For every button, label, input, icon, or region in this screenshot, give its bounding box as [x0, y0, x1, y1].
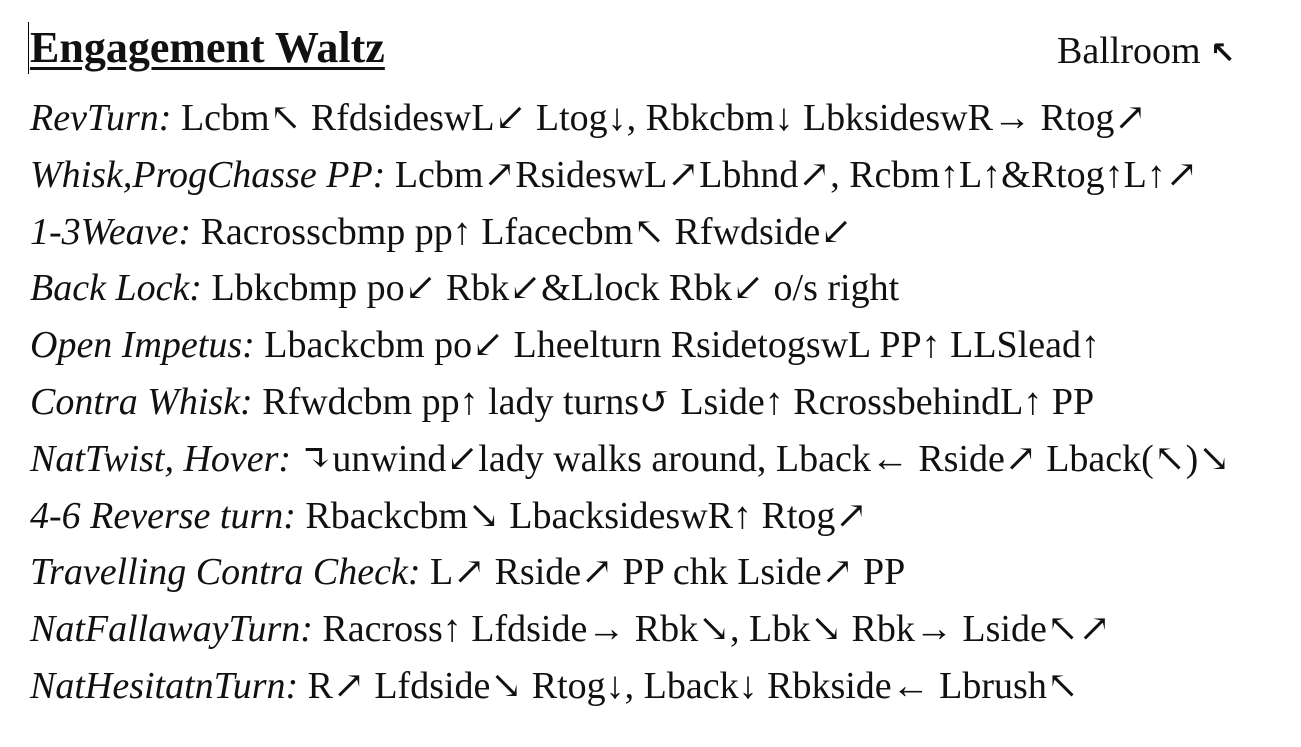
figure-row: 4-6 Reverse turn: Rbackcbm↘ LbacksideswR…: [30, 491, 1290, 548]
figure-description: Rbackcbm↘ LbacksideswR↑ Rtog↗: [305, 494, 868, 537]
figure-description: R↗ Lfdside↘ Rtog↓, Lback↓ Rbkside← Lbrus…: [307, 664, 1079, 707]
figure-row: Travelling Contra Check: L↗ Rside↗ PP ch…: [30, 547, 1290, 604]
figure-row: Contra Whisk: Rfwdcbm pp↑ lady turns↺ Ls…: [30, 377, 1290, 434]
figure-name: 4-6 Reverse turn:: [30, 494, 296, 537]
text-cursor: [28, 22, 29, 74]
figure-name: Contra Whisk:: [30, 380, 253, 423]
figure-description: ↴unwind↙lady walks around, Lback← Rside↗…: [300, 437, 1231, 480]
figure-row: NatTwist, Hover: ↴unwind↙lady walks arou…: [30, 434, 1290, 491]
figure-name: NatHesitatnTurn:: [30, 664, 299, 707]
figure-name: Back Lock:: [30, 267, 202, 310]
figure-name: NatFallawayTurn:: [30, 608, 313, 651]
figure-description: Lcbm↖ RfdsideswL↙ Ltog↓, Rbkcbm↓ Lbkside…: [180, 97, 1147, 139]
figure-description: Rfwdcbm pp↑ lady turns↺ Lside↑ Rcrossbeh…: [262, 380, 1095, 423]
figure-name: Open Impetus:: [30, 324, 255, 367]
figure-name: 1-3Weave:: [30, 210, 192, 253]
figure-description: Lcbm↗RsideswL↗Lbhnd↗, Rcbm↑L↑&Rtog↑L↑↗: [394, 153, 1198, 196]
category-label: Ballroom ↖: [1057, 32, 1236, 70]
figure-description: Lbackcbm po↙ Lheelturn RsidetogswL PP↑ L…: [264, 324, 1100, 367]
document-title: Engagement Waltz: [30, 23, 385, 72]
figure-row: NatHesitatnTurn: R↗ Lfdside↘ Rtog↓, Lbac…: [30, 661, 1290, 718]
figure-row: Whisk,ProgChasse PP: Lcbm↗RsideswL↗Lbhnd…: [30, 150, 1290, 207]
figure-description: Racross↑ Lfdside→ Rbk↘, Lbk↘ Rbk→ Lside↖…: [322, 608, 1111, 651]
figure-description: L↗ Rside↗ PP chk Lside↗ PP: [430, 551, 906, 594]
figure-row: Open Impetus: Lbackcbm po↙ Lheelturn Rsi…: [30, 320, 1290, 377]
figure-description: Lbkcbmp po↙ Rbk↙&Llock Rbk↙ o/s right: [211, 267, 900, 310]
figure-row: NatFallawayTurn: Racross↑ Lfdside→ Rbk↘,…: [30, 604, 1290, 661]
arrow-up-left-icon: ↖: [1210, 36, 1236, 71]
figure-name: Whisk,ProgChasse PP:: [30, 153, 386, 196]
category-text: Ballroom: [1057, 30, 1201, 72]
figure-row: 1-3Weave: Racrosscbmp pp↑ Lfacecbm↖ Rfwd…: [30, 207, 1290, 264]
figure-list: RevTurn: Lcbm↖ RfdsideswL↙ Ltog↓, Rbkcbm…: [30, 93, 1290, 718]
figure-description: Racrosscbmp pp↑ Lfacecbm↖ Rfwdside↙: [200, 210, 853, 253]
figure-row: Back Lock: Lbkcbmp po↙ Rbk↙&Llock Rbk↙ o…: [30, 263, 1290, 320]
figure-name: RevTurn:: [30, 97, 172, 139]
figure-row: RevTurn: Lcbm↖ RfdsideswL↙ Ltog↓, Rbkcbm…: [30, 93, 1290, 150]
figure-name: NatTwist, Hover:: [30, 437, 292, 480]
figure-name: Travelling Contra Check:: [30, 551, 421, 594]
